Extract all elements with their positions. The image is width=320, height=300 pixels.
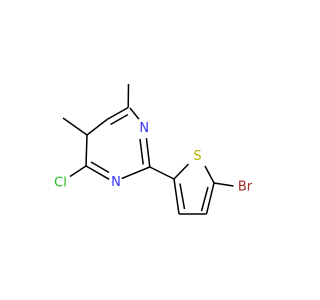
- molecule-structure: N N Cl S Br: [54, 83, 253, 215]
- bond-c5prime-c4prime-inner-double: [200, 186, 209, 212]
- bond-n1-c2: [145, 138, 151, 168]
- atom-br: Br: [238, 180, 253, 195]
- bond-n2-c4: [85, 165, 110, 180]
- bond-c3prime-c2prime: [173, 178, 180, 215]
- atom-cl: Cl: [54, 176, 67, 191]
- bond-c4-c5: [85, 134, 88, 167]
- bond-c5-c6-link: [86, 118, 108, 136]
- bond-methyl-c5: [62, 117, 88, 136]
- bond-c6-c6-inner-double: [110, 113, 129, 126]
- bond-c2prime-s: [173, 163, 190, 180]
- atom-n1: N: [139, 121, 149, 136]
- bond-c5prime-c4prime: [205, 182, 215, 215]
- atom-n2: N: [111, 175, 121, 190]
- atom-s: S: [193, 149, 201, 164]
- bond-c2-c2prime: [149, 166, 175, 180]
- bond-s-c5prime: [204, 165, 215, 184]
- bond-c3prime-c2prime-inner-double: [179, 183, 186, 210]
- bond-c5prime-br: [213, 182, 234, 187]
- bond-c6-n1: [129, 107, 140, 120]
- bond-n1-c2-inner-double: [139, 138, 144, 165]
- bond-c4-cl: [69, 165, 87, 178]
- bond-c2-n2: [121, 166, 151, 180]
- bond-n2-c4-inner-double: [90, 161, 110, 174]
- bond-c5-c6: [106, 106, 129, 121]
